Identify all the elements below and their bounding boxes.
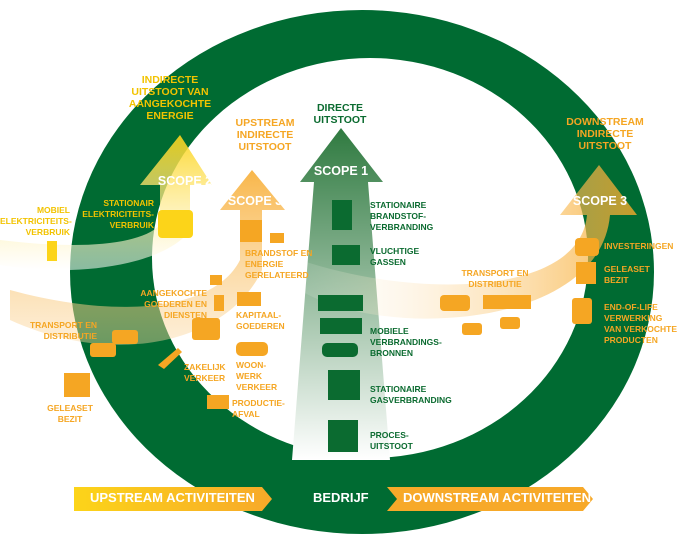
scope1-heading: DIRECTE UITSTOOT	[313, 102, 367, 126]
item-fugitive-gases: VLUCHTIGE GASSEN	[370, 246, 420, 267]
van-icon	[500, 317, 520, 329]
factory-icon	[328, 370, 360, 400]
power-plant-icon	[158, 210, 193, 238]
trash-bin-icon	[214, 295, 224, 311]
item-stationary-fuel: STATIONAIRE BRANDSTOF-VERBRANDING	[370, 200, 434, 232]
truck-icon	[320, 318, 362, 334]
item-leased-assets-down: GELEASET BEZIT	[604, 264, 650, 285]
scope2-label: SCOPE 2	[157, 174, 213, 188]
item-business-travel: ZAKELIJK VERKEER	[184, 362, 226, 383]
item-production-waste: PRODUCTIE-AFVAL	[232, 398, 285, 419]
waste-cart-icon	[207, 395, 229, 409]
scope3-downstream-label: SCOPE 3	[572, 194, 628, 208]
item-fuel-energy: BRANDSTOF EN ENERGIE GERELATEERD	[245, 248, 313, 280]
downstream-activities-label: DOWNSTREAM ACTIVITEITEN	[403, 490, 592, 505]
item-investments: INVESTERINGEN	[604, 241, 674, 251]
item-commuting: WOON-WERK VERKEER	[236, 360, 278, 392]
ship-icon	[440, 295, 470, 311]
scope3-downstream-arrow	[300, 165, 637, 319]
van-icon	[112, 330, 138, 344]
item-transport-up: TRANSPORT EN DISTRIBUTIE	[29, 320, 97, 341]
scope2-item-mobile: MOBIEL ELEKTRICITEITS-VERBRUIK	[0, 205, 72, 237]
scope3-upstream-heading: UPSTREAM INDIRECTE UITSTOOT	[235, 117, 295, 153]
downstream-bar	[387, 487, 593, 511]
item-transport-down: TRANSPORT EN DISTRIBUTIE	[461, 268, 529, 289]
upstream-bar	[74, 487, 272, 511]
coal-cart-icon	[270, 233, 284, 243]
boiler-icon	[332, 200, 352, 230]
scope1-label: SCOPE 1	[313, 164, 369, 178]
car-icon	[322, 343, 358, 357]
building-icon	[64, 373, 90, 397]
van-icon	[462, 323, 482, 335]
container-icon	[237, 292, 261, 306]
upstream-activities-label: UPSTREAM ACTIVITEITEN	[90, 490, 255, 505]
scope2-item-stationary: STATIONAIR ELEKTRICITEITS-VERBRUIK	[82, 198, 154, 230]
item-capital-goods: KAPITAAL-GOEDEREN	[236, 310, 285, 331]
computer-icon	[210, 275, 222, 285]
item-end-of-life: END-OF-LIFE VERWERKING VAN VERKOCHTE PRO…	[604, 302, 678, 345]
item-stationary-gas: STATIONAIRE GASVERBRANDING	[370, 384, 452, 405]
item-mobile-combustion: MOBIELE VERBRANDINGS-BRONNEN	[370, 326, 442, 358]
scope3-upstream-label: SCOPE 3	[227, 194, 283, 208]
excavator-icon	[332, 245, 360, 265]
ev-charger-icon	[47, 241, 57, 261]
van-icon	[90, 343, 116, 357]
item-process-emissions: PROCES-UITSTOOT	[370, 430, 413, 451]
car-icon	[236, 342, 268, 356]
building-icon	[576, 262, 596, 284]
item-leased-assets-up: GELEASET BEZIT	[47, 403, 93, 424]
item-purchased-goods: AANGEKOCHTE GOEDEREN EN DIENSTEN	[140, 288, 207, 320]
scope3-downstream-heading: DOWNSTREAM INDIRECTE UITSTOOT	[566, 116, 644, 152]
plane-icon	[158, 348, 182, 369]
truck-icon	[483, 295, 531, 309]
company-label: BEDRIJF	[313, 490, 369, 505]
scope2-heading: INDIRECTE UITSTOOT VAN AANGEKOCHTE ENERG…	[128, 74, 212, 122]
factory-icon	[328, 420, 358, 452]
bin-icon	[572, 298, 592, 324]
oil-pump-icon	[240, 220, 262, 242]
bag-icon	[192, 318, 220, 340]
money-icon	[575, 238, 599, 256]
garbage-truck-icon	[318, 295, 363, 311]
